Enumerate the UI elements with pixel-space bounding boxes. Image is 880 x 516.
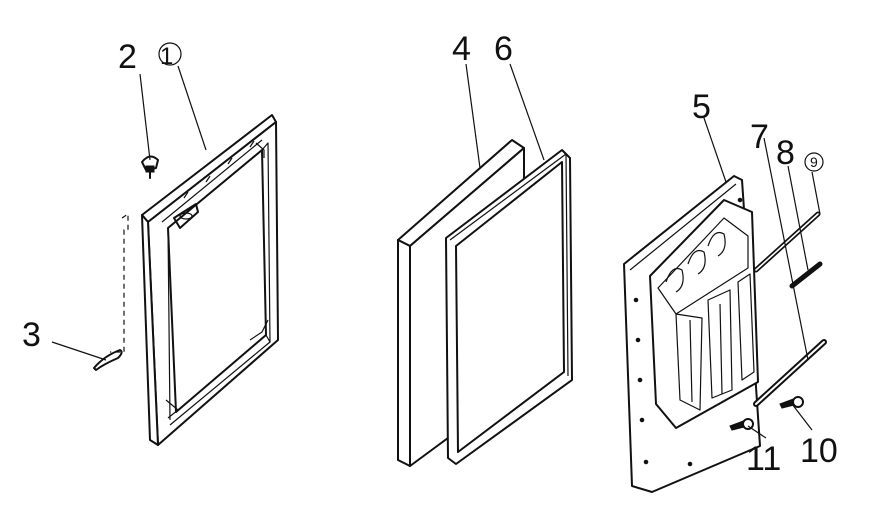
part-11-screw [729, 418, 754, 431]
part-9-rod [753, 211, 821, 273]
callout-6: 6 [494, 30, 513, 68]
part-2-clip [141, 155, 159, 179]
callout-2: 2 [118, 38, 137, 76]
part-8-rod [789, 261, 823, 289]
callout-9: 9 [810, 154, 818, 170]
leader-lines [51, 63, 821, 439]
callout-4: 4 [452, 30, 471, 68]
callout-1: 1 [160, 43, 173, 70]
callout-7: 7 [750, 118, 769, 156]
part-3-pin [93, 212, 129, 371]
part-1-door-frame [141, 114, 279, 446]
part-5-door-liner [623, 175, 761, 493]
callout-10: 10 [800, 432, 838, 470]
callout-8: 8 [776, 134, 795, 172]
part-6-gasket [445, 149, 573, 465]
callout-5: 5 [692, 88, 711, 126]
callout-labels: 1 2 3 4 5 6 7 8 9 10 11 [22, 30, 838, 478]
callout-3: 3 [22, 316, 41, 354]
part-7-rod [753, 339, 827, 407]
callout-11: 11 [746, 440, 781, 478]
part-10-screw [779, 396, 804, 409]
